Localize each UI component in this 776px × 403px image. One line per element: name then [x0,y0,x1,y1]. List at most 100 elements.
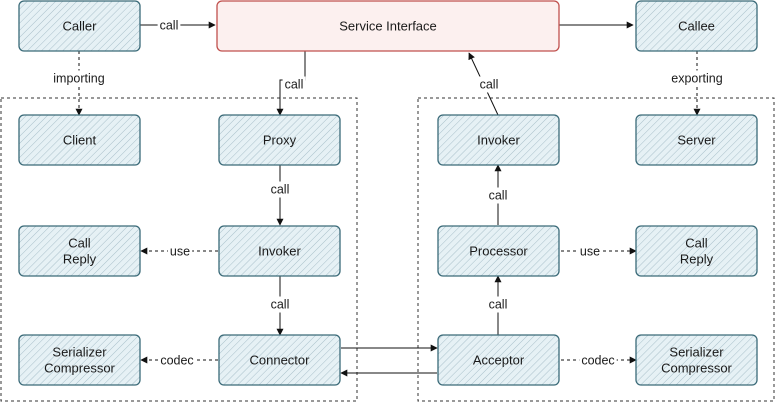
edge-label-invoker-to-service: call [477,76,501,93]
node-hatch [636,1,757,51]
node-border [216,0,560,52]
node-service-interface: Service Interface [216,0,560,52]
node-acceptor: Acceptor [437,334,560,386]
edge-label-text: use [580,245,600,259]
edge-label-text: exporting [671,72,722,86]
node-hatch [219,115,340,165]
node-label: Invoker [258,244,301,259]
node-border [635,334,758,386]
edge-label-connector-to-serializer: codec [158,352,196,369]
server-side-group [417,97,775,402]
edge-label-bg [579,352,617,369]
node-invoker-left: Invoker [218,225,341,277]
edge-label-text: codec [160,354,193,368]
node-server: Server [635,114,758,166]
node-hatch [219,335,340,385]
edge-label-bg [477,76,501,93]
edge-label-text: call [489,189,508,203]
node-caller: Caller [18,0,141,52]
edge-label-acceptor-to-serializer: codec [579,352,617,369]
node-hatch [19,226,140,276]
node-label: Acceptor [473,353,525,368]
node-callee: Callee [635,0,758,52]
node-border [635,114,758,166]
node-invoker-right: Invoker [437,114,560,166]
edge-label-text: call [285,78,304,92]
edge-label-callee-to-server: exporting [669,70,725,87]
edge-label-text: importing [53,72,104,86]
edge-label-processor-to-invoker: call [486,187,510,204]
node-proxy: Proxy [218,114,341,166]
node-border [218,225,341,277]
edge-label-bg [282,76,306,93]
node-label: Processor [469,244,528,259]
node-border [18,114,141,166]
edge-label-text: call [271,298,290,312]
node-border [635,0,758,52]
node-hatch [19,335,140,385]
client-side-group [0,97,358,402]
edge-label-text: call [480,78,499,92]
edge-label-bg [486,296,510,313]
node-border [18,334,141,386]
edge-label-text: call [160,19,179,33]
edge-label-proxy-to-invoker: call [268,181,292,198]
edge-label-acceptor-to-processor: call [486,296,510,313]
edge-label-bg [51,70,107,87]
edge-label-text: call [271,183,290,197]
node-label: Connector [250,353,311,368]
edge-label-caller-to-client: importing [51,70,107,87]
node-label: Server [677,133,716,148]
node-border [437,225,560,277]
node-hatch [636,335,757,385]
edge-label-bg [157,17,181,34]
node-hatch [19,115,140,165]
edge-label-bg [486,187,510,204]
node-label: Caller [63,19,98,34]
edge-label-service-to-proxy: call [282,76,306,93]
edge-label-text: use [170,245,190,259]
node-label: Proxy [263,133,297,148]
edge-label-processor-to-callreply: use [577,243,603,260]
node-box [217,1,559,51]
node-hatch [438,115,559,165]
edge-label-bg [577,243,603,260]
edge-label-caller-to-service: call [157,17,181,34]
node-hatch [219,226,340,276]
node-hatch [19,1,140,51]
edge-label-bg [669,70,725,87]
node-hatch [636,115,757,165]
node-border [218,334,341,386]
edge-label-bg [158,352,196,369]
node-label: Callee [678,19,715,34]
edge-label-invoker-to-connector: call [268,296,292,313]
node-border [218,114,341,166]
node-label: Invoker [477,133,520,148]
node-border [437,114,560,166]
edge-label-bg [268,296,292,313]
node-connector: Connector [218,334,341,386]
edge-label-text: call [489,298,508,312]
node-hatch [636,226,757,276]
node-label: Service Interface [339,19,437,34]
node-processor: Processor [437,225,560,277]
node-border [18,0,141,52]
edge-label-invoker-to-callreply: use [167,243,193,260]
node-border [18,225,141,277]
node-border [635,225,758,277]
node-client: Client [18,114,141,166]
node-border [437,334,560,386]
edge-label-bg [167,243,193,260]
edge-label-bg [268,181,292,198]
node-hatch [438,335,559,385]
edge-label-text: codec [581,354,614,368]
node-label: Client [63,133,97,148]
